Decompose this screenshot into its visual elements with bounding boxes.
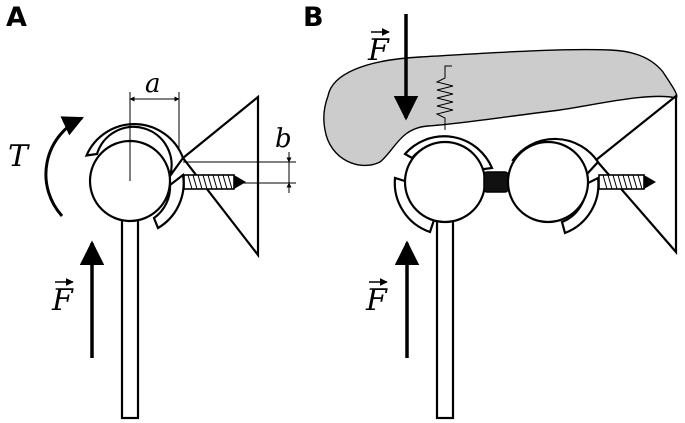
dim-b-label: b (275, 124, 292, 154)
clamp-ring (84, 123, 185, 177)
screw-b (598, 174, 656, 190)
svg-text:F: F (51, 283, 74, 318)
connector (483, 171, 509, 193)
dimension-b: b (183, 124, 296, 193)
rod-left (435, 216, 455, 420)
force-label-a: F (51, 278, 74, 318)
joint-circle-left (403, 140, 487, 224)
rod (120, 216, 140, 420)
svg-text:F: F (365, 283, 388, 318)
torque-label: T (8, 139, 30, 174)
panel-b-label: B (303, 2, 324, 33)
torque-arrow (44, 116, 84, 218)
screw (183, 174, 246, 190)
dimension-a: a (129, 69, 180, 181)
joint-circle-right (506, 140, 590, 224)
panel-a: A a b (6, 2, 296, 420)
tissue-blob (323, 48, 678, 167)
force-label-b-bottom: F (365, 278, 388, 318)
spring (435, 65, 454, 130)
panel-a-label: A (6, 2, 27, 33)
panel-b: B F F (303, 2, 678, 420)
force-label-b-top: F (367, 28, 390, 68)
clamp-ring-lower (152, 172, 185, 230)
dim-a-label: a (145, 69, 161, 99)
base-plate-b (594, 93, 678, 255)
svg-text:F: F (367, 33, 390, 68)
